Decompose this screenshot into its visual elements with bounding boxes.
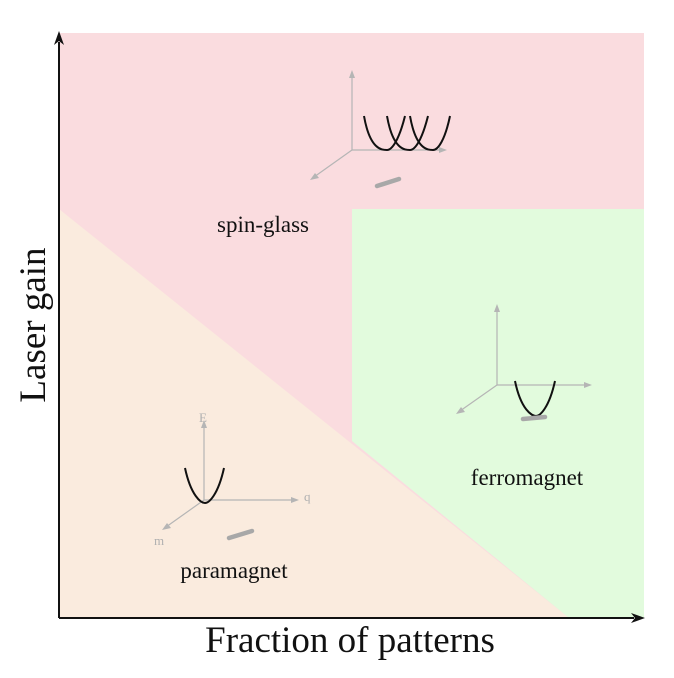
paramagnet-cross bbox=[226, 528, 255, 541]
spin-glass-cross bbox=[374, 176, 402, 189]
y-axis-arrowhead bbox=[54, 31, 64, 45]
spin-glass-well-3 bbox=[409, 115, 451, 152]
paramagnet-well bbox=[184, 467, 225, 505]
ferromagnet-inset bbox=[456, 304, 592, 422]
ferromagnet-region bbox=[352, 209, 644, 618]
x-axis-arrowhead bbox=[631, 613, 645, 623]
spin-glass-well-2 bbox=[386, 115, 429, 152]
ferromagnet-cross bbox=[520, 414, 548, 422]
spin-glass-label: spin-glass bbox=[217, 212, 309, 237]
m-axis-letter: m bbox=[154, 533, 164, 548]
main-axes bbox=[54, 31, 645, 623]
y-axis-title: Laser gain bbox=[13, 247, 54, 402]
x-axis-title: Fraction of patterns bbox=[205, 620, 495, 661]
paramagnet-label: paramagnet bbox=[180, 558, 288, 583]
spin-glass-well-1 bbox=[363, 115, 406, 152]
energy-axis-letter: E bbox=[199, 410, 207, 425]
spin-glass-inset bbox=[310, 70, 451, 189]
paramagnet-region bbox=[59, 209, 569, 618]
q-axis-letter: q bbox=[304, 489, 311, 504]
paramagnet-inset: E q m bbox=[154, 410, 311, 548]
ferromagnet-label: ferromagnet bbox=[471, 465, 584, 490]
